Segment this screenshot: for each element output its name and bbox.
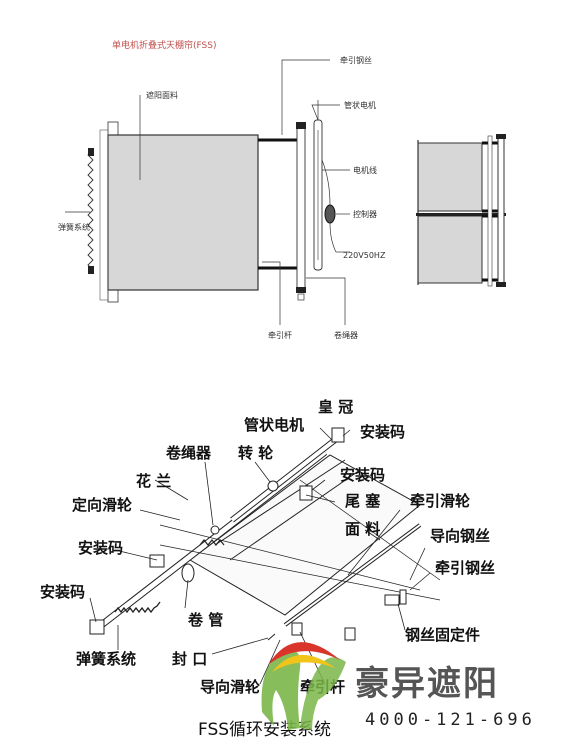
label-controller: 控制器 xyxy=(353,209,377,219)
label-traction-wire: 牵引钢丝 xyxy=(435,559,495,577)
spring-coil xyxy=(87,148,94,274)
exploded-assembly xyxy=(89,427,441,641)
label-traction-pulley: 牵引滑轮 xyxy=(410,492,470,510)
motor-assembly xyxy=(296,100,337,301)
label-guide-pulley-2: 导向滑轮 xyxy=(200,678,260,696)
label-pull-wire: 牵引钢丝 xyxy=(340,55,372,65)
label-roller-tube: 卷 管 xyxy=(187,611,223,629)
label-mount-code-4: 安装码 xyxy=(40,583,85,601)
label-wire-fixing: 钢丝固定件 xyxy=(405,626,480,644)
label-mount-code-3: 安装码 xyxy=(78,539,123,557)
label-fabric: 面 料 xyxy=(345,520,380,538)
label-end-seal: 封 口 xyxy=(172,650,207,668)
label-guide-pulley: 定向滑轮 xyxy=(72,496,132,514)
label-spring-system-top: 弹簧系统 xyxy=(58,222,90,232)
label-end-plug: 尾 塞 xyxy=(345,492,381,510)
label-rope-winder-top: 卷绳器 xyxy=(334,330,358,340)
label-power: 220V50HZ xyxy=(343,251,386,260)
label-crown: 皇 冠 xyxy=(318,398,353,416)
side-view xyxy=(416,134,506,287)
label-tubular-motor: 管状电机 xyxy=(244,416,304,434)
label-spring-system: 弹簧系统 xyxy=(76,650,136,668)
label-mount-code-1: 安装码 xyxy=(360,423,405,441)
label-pull-rod: 牵引杆 xyxy=(268,330,292,340)
brand-logo xyxy=(261,642,346,730)
label-shade-fabric: 遮阳面料 xyxy=(146,90,178,100)
label-motor-cable: 电机线 xyxy=(353,165,377,175)
top-title: 单电机折叠式天棚帘(FSS) xyxy=(112,39,216,51)
label-guide-wire: 导向钢丝 xyxy=(430,527,490,545)
top-leaders xyxy=(65,59,350,325)
label-rotating-wheel: 转 轮 xyxy=(238,444,273,462)
label-tubular-motor-top: 管状电机 xyxy=(344,100,376,110)
label-flange: 花 兰 xyxy=(136,472,171,490)
brand-name: 豪异遮阳 xyxy=(355,664,499,704)
shade-panel xyxy=(99,121,259,303)
label-rope-winder: 卷绳器 xyxy=(165,444,212,462)
brand-phone: 4000-121-696 xyxy=(365,710,536,730)
label-mount-code-2: 安装码 xyxy=(340,466,385,484)
